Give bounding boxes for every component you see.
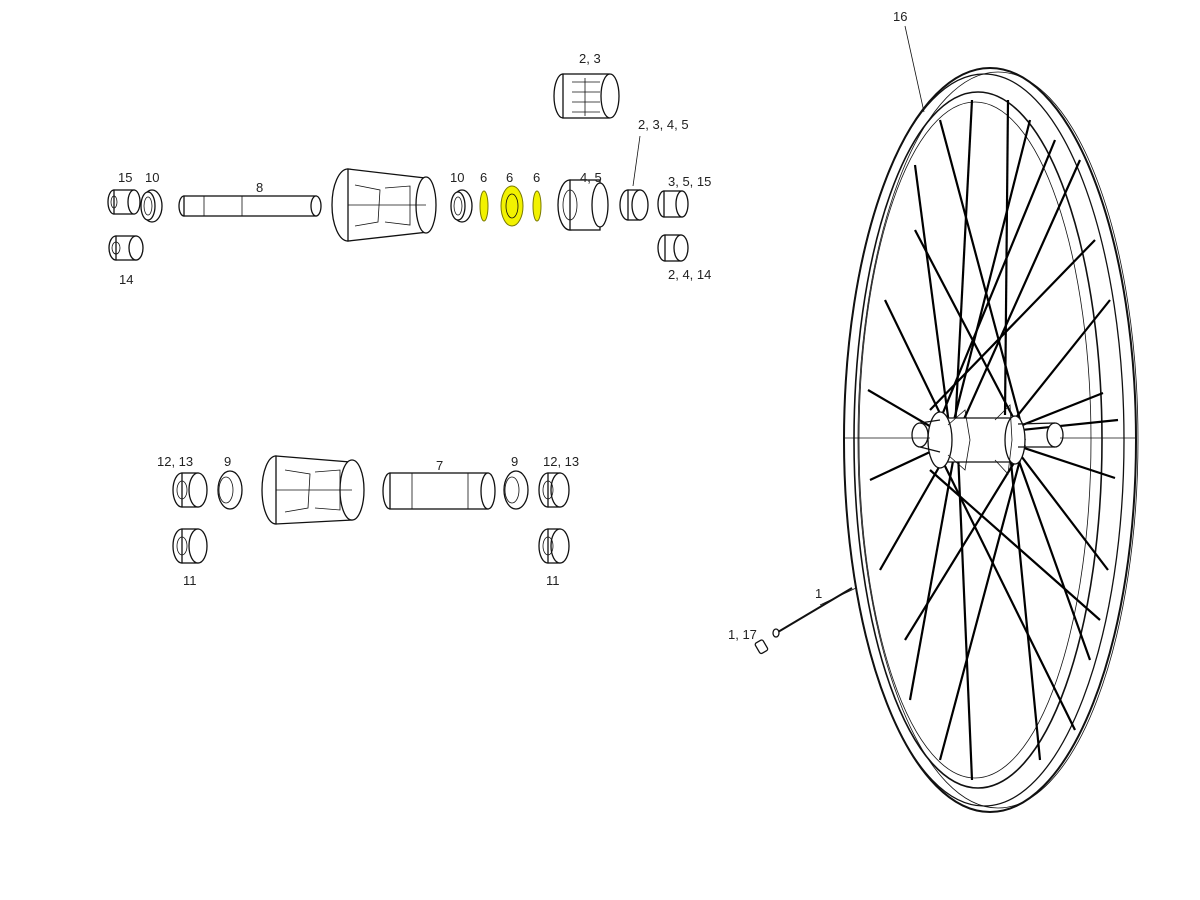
wheel-assembly [754,67,1139,813]
label-11-left: 11 [183,573,197,588]
label-7: 7 [436,458,443,473]
axle-7 [382,472,496,510]
bearing-9-left [217,470,243,510]
label-15: 15 [118,170,132,185]
label-6-c: 6 [533,170,540,185]
label-11-right: 11 [546,573,560,588]
axle-8 [178,195,322,217]
label-4-5: 4, 5 [580,170,602,185]
front-hub-shell [261,455,365,525]
label-1: 1 [815,586,822,601]
part-labels: 16 2, 3 2, 3, 4, 5 15 10 8 10 6 6 6 4, 5… [118,9,925,642]
end-cap-15 [107,189,141,215]
end-cap-1213-right [538,472,570,508]
label-12-13-left: 12, 13 [157,454,193,469]
label-14: 14 [119,272,133,287]
end-cap-3515 [657,190,689,218]
rear-hub-exploded [107,73,689,262]
label-10-left: 10 [145,170,159,185]
label-16: 16 [893,9,907,24]
label-2-3-4-5: 2, 3, 4, 5 [638,117,689,132]
shim-6a [479,190,489,222]
freehub-body-top [553,73,620,119]
front-hub-exploded [172,455,570,564]
label-2-4-14: 2, 4, 14 [668,267,711,282]
end-cap-11-left [172,528,208,564]
spacer-2345 [619,189,649,221]
spoke-and-nipple [754,587,857,655]
label-9-right: 9 [511,454,518,469]
end-cap-1213-left [172,472,208,508]
label-3-5-15: 3, 5, 15 [668,174,711,189]
ratchet-6 [500,185,524,227]
label-8: 8 [256,180,263,195]
label-9-left: 9 [224,454,231,469]
label-6-a: 6 [480,170,487,185]
rear-hub-shell [331,168,437,242]
label-2-3-top: 2, 3 [579,51,601,66]
rim-inner-2 [858,101,1092,779]
freehub-4-5 [557,179,609,231]
shim-6b [532,190,542,222]
end-cap-11-right [538,528,570,564]
end-cap-14 [108,235,144,261]
label-12-13-right: 12, 13 [543,454,579,469]
rim-inner [853,91,1103,789]
end-cap-2414 [657,234,689,262]
label-6-b: 6 [506,170,513,185]
bearing-9-right [503,470,529,510]
highlighted-parts-6 [479,185,542,227]
rim-side [857,71,1139,809]
label-1-17: 1, 17 [728,627,757,642]
wheel-hub [845,404,1135,475]
bearing-10-left [140,189,163,223]
label-10-mid: 10 [450,170,464,185]
bearing-10-mid [450,189,473,223]
